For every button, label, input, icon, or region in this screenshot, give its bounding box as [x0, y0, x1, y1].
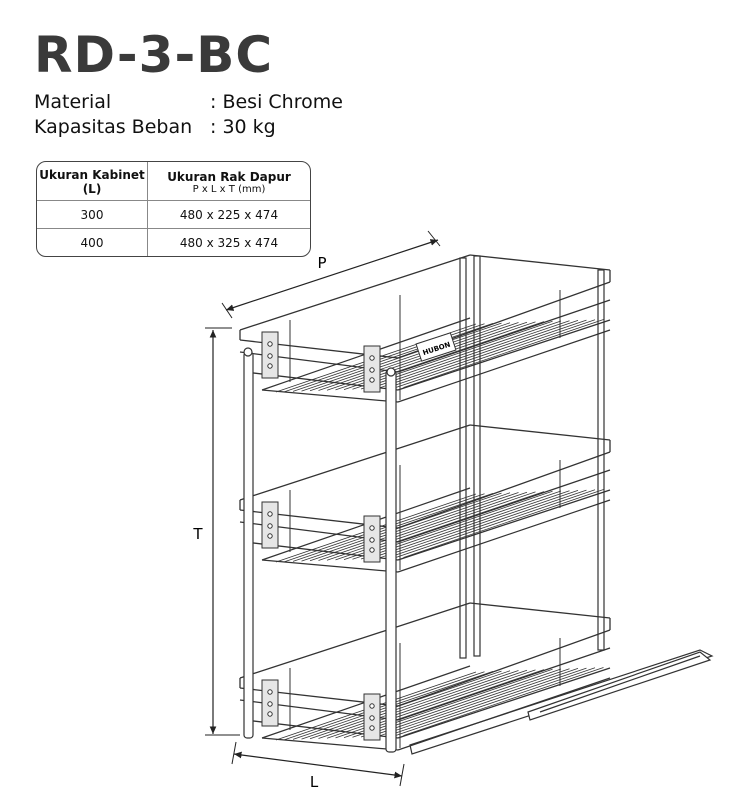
shelf-tier: [239, 254, 611, 403]
rack-size-header-sub: P x L x T (mm): [192, 183, 266, 195]
front-posts: [243, 347, 397, 753]
table-cell-size: 480 x 225 x 474: [147, 200, 310, 229]
product-title: RD-3-BC: [34, 26, 274, 84]
spec-list: Material : Besi Chrome Kapasitas Beban :…: [34, 90, 343, 140]
table-row: 300 480 x 225 x 474: [37, 200, 310, 229]
dimension-t-label: T: [192, 525, 203, 543]
spec-value: : Besi Chrome: [210, 91, 343, 113]
table-header-row: Ukuran Kabinet (L) Ukuran Rak Dapur P x …: [37, 162, 310, 201]
table-cell-cabinet: 300: [37, 200, 148, 229]
brand-tag: HUBON: [415, 332, 457, 362]
rear-posts: [459, 255, 605, 659]
dimension-t: T: [192, 327, 240, 736]
spec-material: Material : Besi Chrome: [34, 90, 343, 115]
dimension-l-label: L: [310, 773, 319, 791]
dimension-l: L: [231, 741, 405, 791]
dimension-p: P: [221, 230, 441, 319]
slide-rail: [409, 649, 714, 755]
shelf-tiers: [239, 254, 611, 751]
rack-size-header-label: Ukuran Rak Dapur: [167, 169, 291, 184]
dimension-p-label: P: [317, 254, 326, 272]
cabinet-size-header: Ukuran Kabinet (L): [37, 162, 148, 201]
shelf-tier: [239, 602, 611, 751]
spec-capacity: Kapasitas Beban : 30 kg: [34, 115, 343, 140]
spec-value: : 30 kg: [210, 116, 276, 138]
rack-size-header: Ukuran Rak Dapur P x L x T (mm): [148, 162, 311, 201]
spec-label: Material: [34, 91, 112, 113]
shelf-tier: [239, 424, 611, 573]
table-cell-cabinet: 400: [37, 228, 148, 256]
spec-label: Kapasitas Beban: [34, 116, 193, 138]
